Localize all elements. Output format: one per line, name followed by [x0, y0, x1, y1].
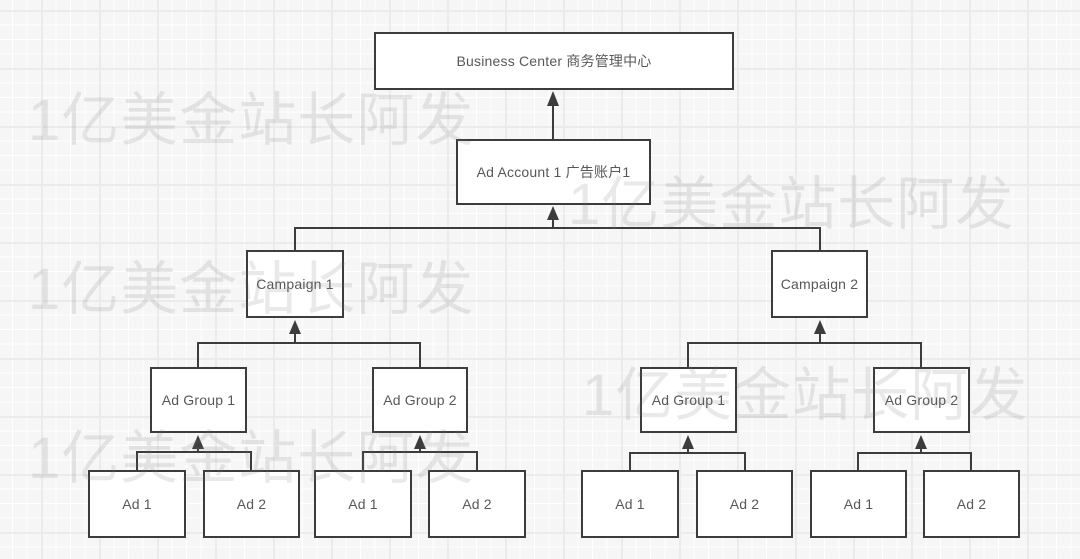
- node-campaign-1: Campaign 1: [246, 250, 344, 318]
- arrowhead-up-icon: [682, 435, 694, 449]
- arrowhead-up-icon: [414, 435, 426, 449]
- connector-ads-to-adgroup-2-1: [629, 435, 746, 470]
- node-business-center: Business Center 商务管理中心: [374, 32, 734, 90]
- node-label: Ad 1: [843, 496, 874, 512]
- node-label: Campaign 1: [256, 276, 334, 292]
- connector-line: [857, 452, 972, 470]
- node-adgroup-2-2: Ad Group 2: [873, 367, 970, 433]
- node-ad-2-2-2: Ad 2: [923, 470, 1020, 538]
- node-label: Ad 1: [348, 496, 378, 512]
- node-campaign-2: Campaign 2: [771, 250, 868, 318]
- node-ad-1-2-1: Ad 1: [314, 470, 412, 538]
- arrowhead-up-icon: [547, 91, 559, 106]
- connector-line: [687, 342, 922, 367]
- node-label: Campaign 2: [780, 276, 859, 292]
- connector-line: [294, 227, 821, 250]
- node-label: Ad Group 2: [383, 392, 457, 408]
- connector-ads-to-adgroup-1-2: [362, 435, 478, 470]
- node-label: Ad 2: [462, 496, 492, 512]
- node-label: Ad 1: [122, 496, 152, 512]
- node-label: Business Center 商务管理中心: [456, 53, 652, 69]
- connector-ad-account-to-business-center: [547, 91, 559, 139]
- node-ad-2-1-2: Ad 2: [696, 470, 793, 538]
- connector-adgroups-to-campaign-1: [197, 320, 421, 367]
- arrowhead-up-icon: [547, 206, 559, 220]
- connector-adgroups-to-campaign-2: [687, 320, 922, 367]
- node-ad-account: Ad Account 1 广告账户1: [456, 139, 651, 205]
- node-ad-2-2-1: Ad 1: [810, 470, 907, 538]
- node-label: Ad Group 2: [884, 392, 959, 408]
- connector-line: [629, 452, 746, 470]
- node-adgroup-2-1: Ad Group 1: [640, 367, 737, 433]
- node-label: Ad Group 1: [161, 392, 236, 408]
- node-ad-2-1-1: Ad 1: [581, 470, 679, 538]
- node-ad-1-1-1: Ad 1: [88, 470, 186, 538]
- connector-campaigns-to-ad-account: [294, 206, 821, 250]
- connector-ads-to-adgroup-2-2: [857, 435, 972, 470]
- node-label: Ad 2: [236, 496, 267, 512]
- arrowhead-up-icon: [289, 320, 301, 334]
- node-adgroup-1-1: Ad Group 1: [150, 367, 247, 433]
- node-label: Ad 2: [729, 496, 760, 512]
- node-adgroup-1-2: Ad Group 2: [372, 367, 468, 433]
- connector-line: [197, 342, 421, 367]
- node-label: Ad Group 1: [651, 392, 726, 408]
- node-label: Ad 2: [956, 496, 987, 512]
- connector-line: [362, 451, 478, 470]
- node-ad-1-2-2: Ad 2: [428, 470, 526, 538]
- arrowhead-up-icon: [915, 435, 927, 449]
- node-ad-1-1-2: Ad 2: [203, 470, 300, 538]
- connector-line: [136, 451, 252, 470]
- arrowhead-up-icon: [192, 435, 204, 449]
- connector-ads-to-adgroup-1-1: [136, 435, 252, 470]
- node-label: Ad Account 1 广告账户1: [476, 164, 631, 180]
- node-label: Ad 1: [615, 496, 645, 512]
- arrowhead-up-icon: [814, 320, 826, 334]
